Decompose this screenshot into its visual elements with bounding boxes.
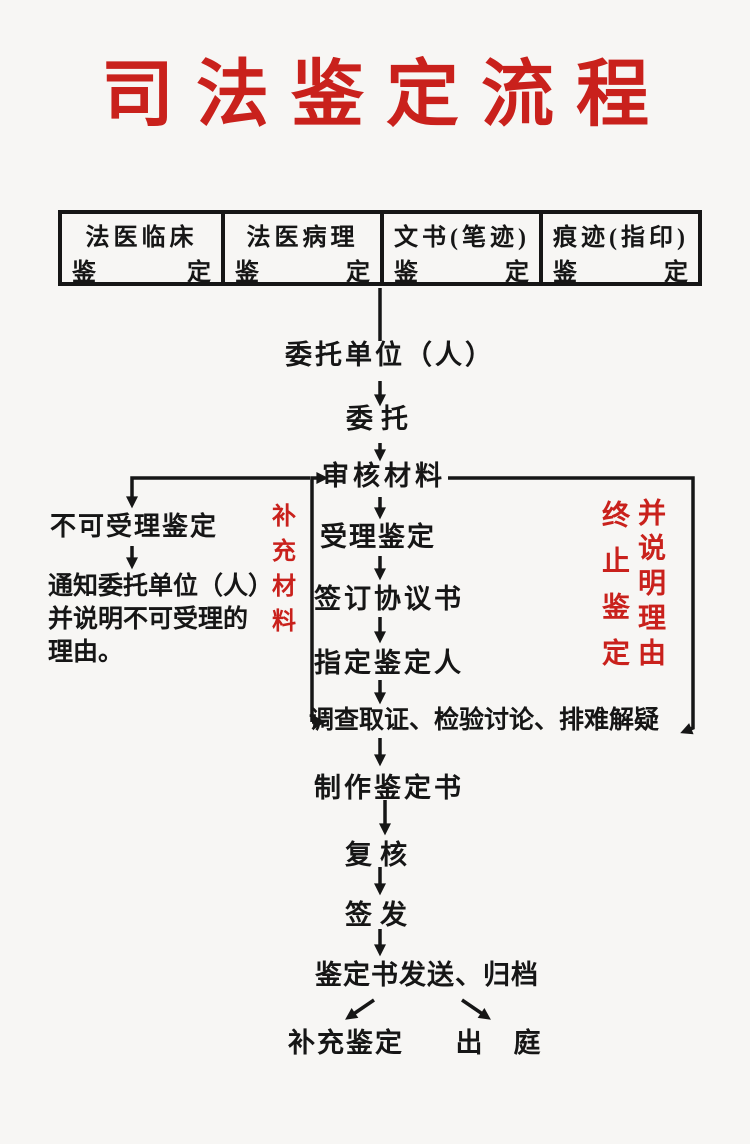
branch-terminate-right	[448, 476, 695, 735]
cell-line2-left: 鉴	[394, 260, 418, 282]
cell-line2: 鉴 定	[72, 252, 211, 282]
node-produce-report: 制作鉴定书	[314, 773, 464, 803]
cell-line2-right: 定	[187, 260, 211, 282]
arrow-send-to-supplementary	[345, 998, 375, 1020]
cell-line2: 鉴 定	[553, 252, 688, 282]
node-issue: 签发	[345, 900, 415, 930]
node-review-materials: 审核材料	[322, 461, 446, 491]
node-send-archive: 鉴定书发送、归档	[315, 960, 539, 990]
node-appoint-appraiser: 指定鉴定人	[314, 648, 464, 678]
node-client-unit: 委托单位（人）	[285, 340, 495, 370]
cell-line1: 文书(笔迹)	[394, 225, 530, 251]
cell-line2-right: 定	[505, 260, 529, 282]
node-sign-agreement: 签订协议书	[314, 584, 464, 614]
cell-line2: 鉴 定	[394, 252, 529, 282]
node-recheck: 复核	[345, 840, 415, 870]
branch-review-to-not-acceptable	[126, 476, 310, 509]
cell-line2-right: 定	[664, 260, 688, 282]
cell-line1: 法医病理	[246, 225, 359, 251]
table-cell-forensic-clinical: 法医临床 鉴 定	[62, 214, 221, 282]
page-title: 司法鉴定流程	[101, 54, 671, 135]
node-court-appearance: 出 庭	[455, 1028, 543, 1058]
node-investigation: 调查取证、检验讨论、排难解疑	[308, 707, 660, 734]
table-cell-forensic-pathology: 法医病理 鉴 定	[221, 214, 380, 282]
node-accept-appraisal: 受理鉴定	[320, 522, 436, 552]
cell-line2-left: 鉴	[553, 260, 577, 282]
label-terminate-appraisal: 终止鉴定	[598, 500, 629, 684]
arrow-send-to-court	[461, 998, 491, 1020]
label-supplement-materials: 补充材料	[267, 503, 294, 643]
notify-line-2: 并说明不可受理的	[48, 606, 249, 633]
node-not-acceptable: 不可受理鉴定	[49, 512, 219, 541]
table-cell-trace-fingerprint: 痕迹(指印) 鉴 定	[539, 214, 698, 282]
cell-line2-left: 鉴	[72, 260, 96, 282]
notify-line-1: 通知委托单位（人）	[48, 573, 274, 600]
node-supplementary-appraisal: 补充鉴定	[288, 1028, 404, 1058]
appraisal-types-table: 法医临床 鉴 定 法医病理 鉴 定 文书(笔迹) 鉴 定 痕迹(指印) 鉴 定	[58, 210, 702, 286]
notify-line-3: 理由。	[48, 639, 124, 666]
cell-line1: 法医临床	[85, 225, 198, 251]
cell-line2-right: 定	[346, 260, 370, 282]
cell-line2: 鉴 定	[235, 252, 370, 282]
notify-paragraph: 通知委托单位（人） 并说明不可受理的 理由。	[48, 570, 273, 669]
node-entrust: 委托	[346, 404, 416, 434]
cell-line1: 痕迹(指印)	[553, 225, 689, 251]
cell-line2-left: 鉴	[235, 260, 259, 282]
loop-supplement-materials-up	[310, 472, 329, 722]
table-cell-document-handwriting: 文书(笔迹) 鉴 定	[380, 214, 539, 282]
label-explain-reason: 并说明理由	[634, 498, 665, 673]
